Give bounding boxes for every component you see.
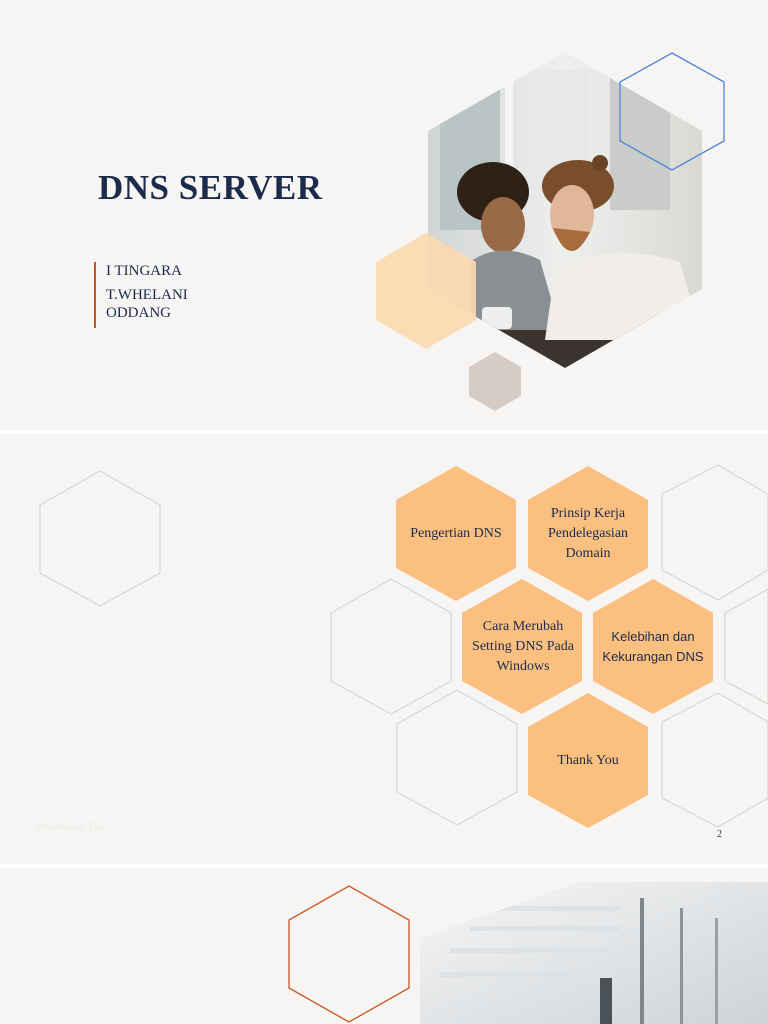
blue-outline-hexagon bbox=[619, 52, 725, 171]
presentation-title: DNS SERVER bbox=[98, 168, 323, 207]
peach-hexagon bbox=[376, 233, 476, 349]
agenda-hexagons bbox=[396, 466, 713, 828]
agenda-item-prinsip-kerja[interactable]: Prinsip Kerja Pendelegasian Domain bbox=[547, 506, 629, 561]
agenda-hex-5 bbox=[528, 693, 648, 828]
author-name: T.WHELANI ODDANG bbox=[106, 287, 188, 321]
title-slide: DNS SERVER I TINGARA T.WHELANI ODDANG bbox=[0, 0, 768, 430]
page-number: 2 bbox=[717, 829, 722, 840]
slide2-graphics bbox=[39, 464, 768, 828]
agenda-item-pengertian[interactable]: Pengertian DNS bbox=[410, 526, 502, 541]
slide3-graphics bbox=[288, 882, 768, 1024]
grey-hexagon bbox=[469, 352, 521, 411]
agenda-item-kelebihan[interactable]: Kelebihan dan Kekurangan DNS bbox=[602, 629, 704, 664]
next-slide-partial bbox=[0, 868, 768, 1024]
agenda-item-setting-dns[interactable]: Cara Merubah Setting DNS Pada Windows bbox=[472, 619, 574, 674]
author-list: I TINGARA T.WHELANI ODDANG bbox=[94, 262, 196, 328]
slide1-graphics bbox=[376, 52, 725, 411]
author-name: I TINGARA bbox=[106, 263, 182, 279]
agenda-hex-3 bbox=[462, 579, 582, 714]
rust-outline-hexagon bbox=[288, 885, 410, 1023]
agenda-hex-2 bbox=[528, 466, 648, 601]
office-photo bbox=[420, 882, 768, 1024]
agenda-hex-1 bbox=[396, 466, 516, 601]
agenda-hex-4 bbox=[593, 579, 713, 714]
agenda-slide: Pengertian DNS Prinsip Kerja Pendelegasi… bbox=[0, 434, 768, 864]
agenda-item-thank-you[interactable]: Thank You bbox=[557, 753, 619, 768]
slide-footer: Presentation Title bbox=[36, 822, 107, 833]
outline-hexagons bbox=[39, 464, 768, 828]
